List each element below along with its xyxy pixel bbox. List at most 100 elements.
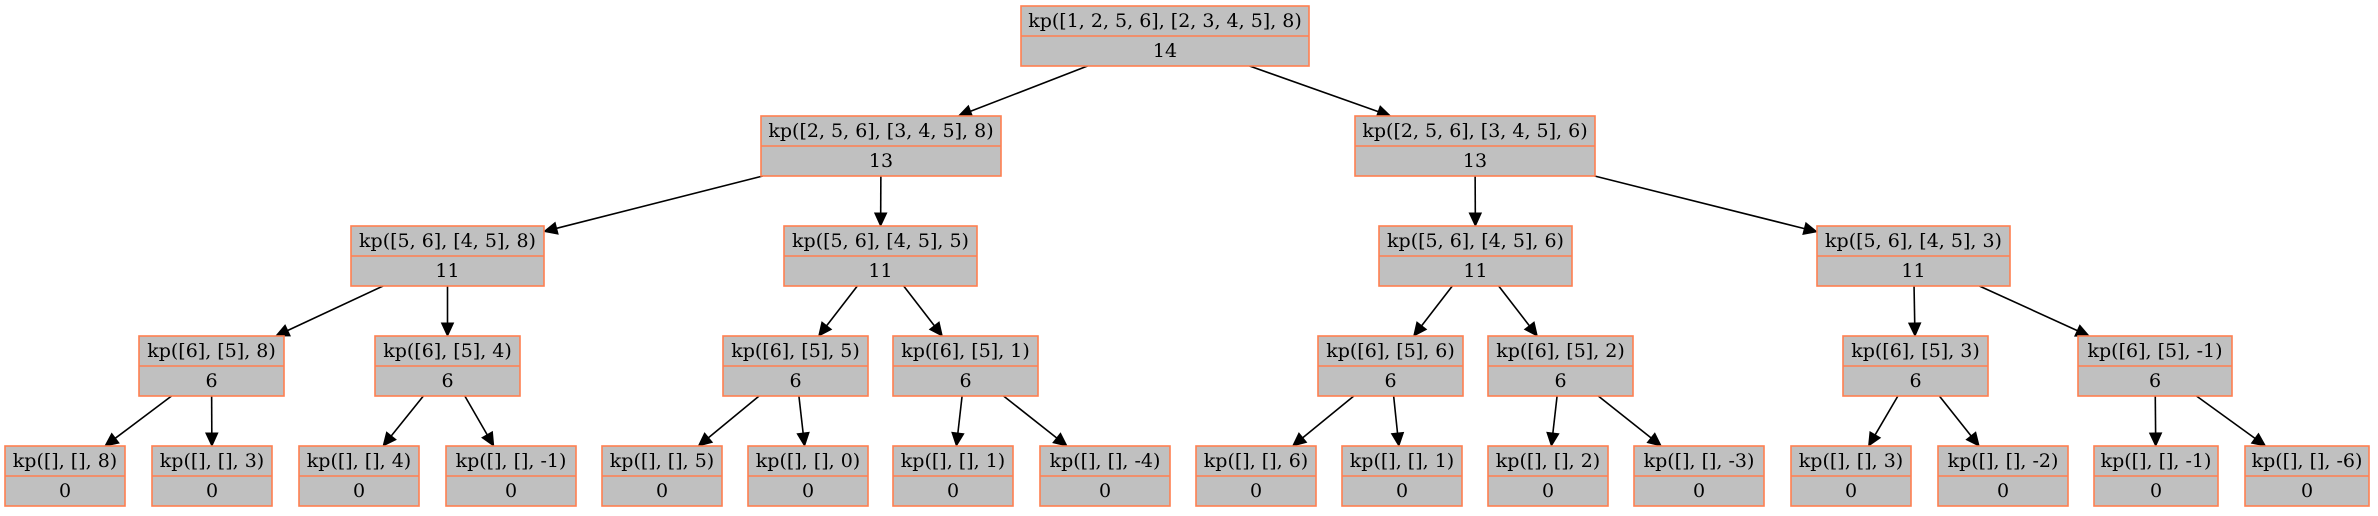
edge-arrowhead [1390, 431, 1405, 448]
node-result-value: 0 [1693, 480, 1705, 502]
tree-edge [1913, 285, 1916, 324]
node-result-value: 0 [802, 480, 814, 502]
node-result-value: 0 [1099, 480, 1111, 502]
edge-arrowhead [205, 432, 219, 448]
node-result-value: 6 [789, 370, 801, 392]
node-call-label: kp([], [], 3) [1799, 450, 1903, 472]
tree-edge [1302, 395, 1355, 439]
node-call-label: kp([], [], -1) [2101, 450, 2212, 472]
tree-node: kp([6], [5], 3)6 [1842, 335, 1989, 397]
node-result-value: 14 [1153, 40, 1177, 62]
edge-arrowhead [1291, 432, 1308, 447]
edge-arrowhead [542, 221, 559, 235]
node-call-label: kp([], [], 1) [1350, 450, 1454, 472]
edge-arrowhead [1867, 430, 1882, 448]
edge-arrowhead [697, 432, 714, 447]
node-call-label: kp([], [], -2) [1948, 450, 2059, 472]
tree-edge [1249, 65, 1379, 113]
edge-arrowhead [1052, 432, 1068, 447]
tree-node: kp([], [], -3) 0 [1633, 445, 1765, 507]
node-result-value: 11 [435, 260, 459, 282]
edge-arrowhead [481, 430, 495, 448]
tree-node: kp([6], [5], 4)6 [374, 335, 521, 397]
node-call-label: kp([1, 2, 5, 6], [2, 3, 4, 5], 8) [1028, 10, 1302, 32]
tree-node: kp([6], [5], 2) 6 [1487, 335, 1634, 397]
node-call-label: kp([5, 6], [4, 5], 6) [1387, 230, 1564, 252]
node-call-label: kp([6], [5], 3) [1851, 340, 1980, 362]
node-call-label: kp([6], [5], -1) [2088, 340, 2223, 362]
node-result-value: 0 [505, 480, 517, 502]
tree-edge [1003, 395, 1058, 439]
tree-edge [1420, 285, 1453, 327]
node-result-value: 0 [1396, 480, 1408, 502]
node-result-value: 0 [206, 480, 218, 502]
tree-edge [970, 65, 1088, 113]
node-call-label: kp([6], [5], 8) [147, 340, 276, 362]
node-call-label: kp([5, 6], [4, 5], 8) [359, 230, 536, 252]
node-result-value: 6 [441, 370, 453, 392]
node-call-label: kp([2, 5, 6], [3, 4, 5], 8) [768, 120, 993, 142]
node-result-value: 13 [1463, 150, 1487, 172]
tree-node: kp([], [], 6)0 [1195, 445, 1317, 507]
tree-node: kp([6], [5], 5) 6 [722, 335, 869, 397]
edge-arrowhead [1965, 431, 1980, 447]
tree-node: kp([5, 6], [4, 5], 5)11 [783, 225, 978, 287]
tree-node: kp([6], [5], 1)6 [892, 335, 1039, 397]
node-result-value: 6 [2149, 370, 2161, 392]
node-result-value: 0 [1997, 480, 2009, 502]
edge-arrowhead [817, 321, 833, 337]
tree-edge [2195, 395, 2256, 440]
tree-edge [903, 285, 936, 327]
node-call-label: kp([2, 5, 6], [3, 4, 5], 6) [1362, 120, 1587, 142]
tree-edge [1938, 395, 1972, 437]
tree-node: kp([], [], 8)0 [4, 445, 126, 507]
tree-node: kp([], [], 5)0 [601, 445, 723, 507]
node-call-label: kp([], [], -1) [456, 450, 567, 472]
tree-edge [390, 395, 424, 437]
node-call-label: kp([6], [5], 1) [901, 340, 1030, 362]
node-call-label: kp([5, 6], [4, 5], 3) [1825, 230, 2002, 252]
edge-arrowhead [440, 322, 455, 338]
node-result-value: 0 [1845, 480, 1857, 502]
edge-arrowhead [928, 321, 944, 337]
edge-arrowhead [1523, 321, 1539, 337]
edge-arrowhead [1546, 431, 1560, 448]
node-call-label: kp([5, 6], [4, 5], 5) [792, 230, 969, 252]
tree-node: kp([2, 5, 6], [3, 4, 5], 8)13 [760, 115, 1002, 177]
tree-node: kp([2, 5, 6], [3, 4, 5], 6) 13 [1354, 115, 1596, 177]
tree-node: kp([], [], -6)0 [2244, 445, 2370, 507]
node-call-label: kp([], [], 6) [1204, 450, 1308, 472]
edge-arrowhead [1907, 322, 1922, 338]
edge-arrowhead [2074, 324, 2091, 337]
edge-arrowhead [873, 212, 888, 228]
node-result-value: 0 [353, 480, 365, 502]
node-result-value: 0 [2150, 480, 2162, 502]
node-call-label: kp([6], [5], 2) [1496, 340, 1625, 362]
node-result-value: 11 [1901, 260, 1925, 282]
edge-arrowhead [104, 432, 120, 447]
tree-edge [1874, 395, 1899, 436]
node-call-label: kp([], [], 4) [307, 450, 411, 472]
tree-edge [1979, 285, 2078, 332]
tree-node: kp([5, 6], [4, 5], 6) 11 [1378, 225, 1573, 287]
node-result-value: 6 [1554, 370, 1566, 392]
tree-node: kp([], [], 4) 0 [298, 445, 420, 507]
node-call-label: kp([6], [5], 5) [731, 340, 860, 362]
tree-node: kp([], [], -4)0 [1039, 445, 1171, 507]
tree-node: kp([], [], 2)0 [1487, 445, 1609, 507]
tree-node: kp([5, 6], [4, 5], 8) 11 [350, 225, 545, 287]
tree-edge [287, 285, 384, 332]
tree-node: kp([], [], 1) 0 [1341, 445, 1463, 507]
node-result-value: 6 [1384, 370, 1396, 392]
node-call-label: kp([], [], 2) [1496, 450, 1600, 472]
tree-edge [957, 395, 963, 434]
node-call-label: kp([], [], -3) [1644, 450, 1755, 472]
tree-edge [556, 175, 763, 230]
tree-edge [1552, 395, 1558, 434]
node-result-value: 0 [59, 480, 71, 502]
node-result-value: 11 [1463, 260, 1487, 282]
tree-edge [1498, 285, 1531, 327]
edge-arrowhead [2250, 432, 2267, 447]
tree-node: kp([], [], -2) 0 [1937, 445, 2069, 507]
edge-arrowhead [951, 431, 965, 448]
